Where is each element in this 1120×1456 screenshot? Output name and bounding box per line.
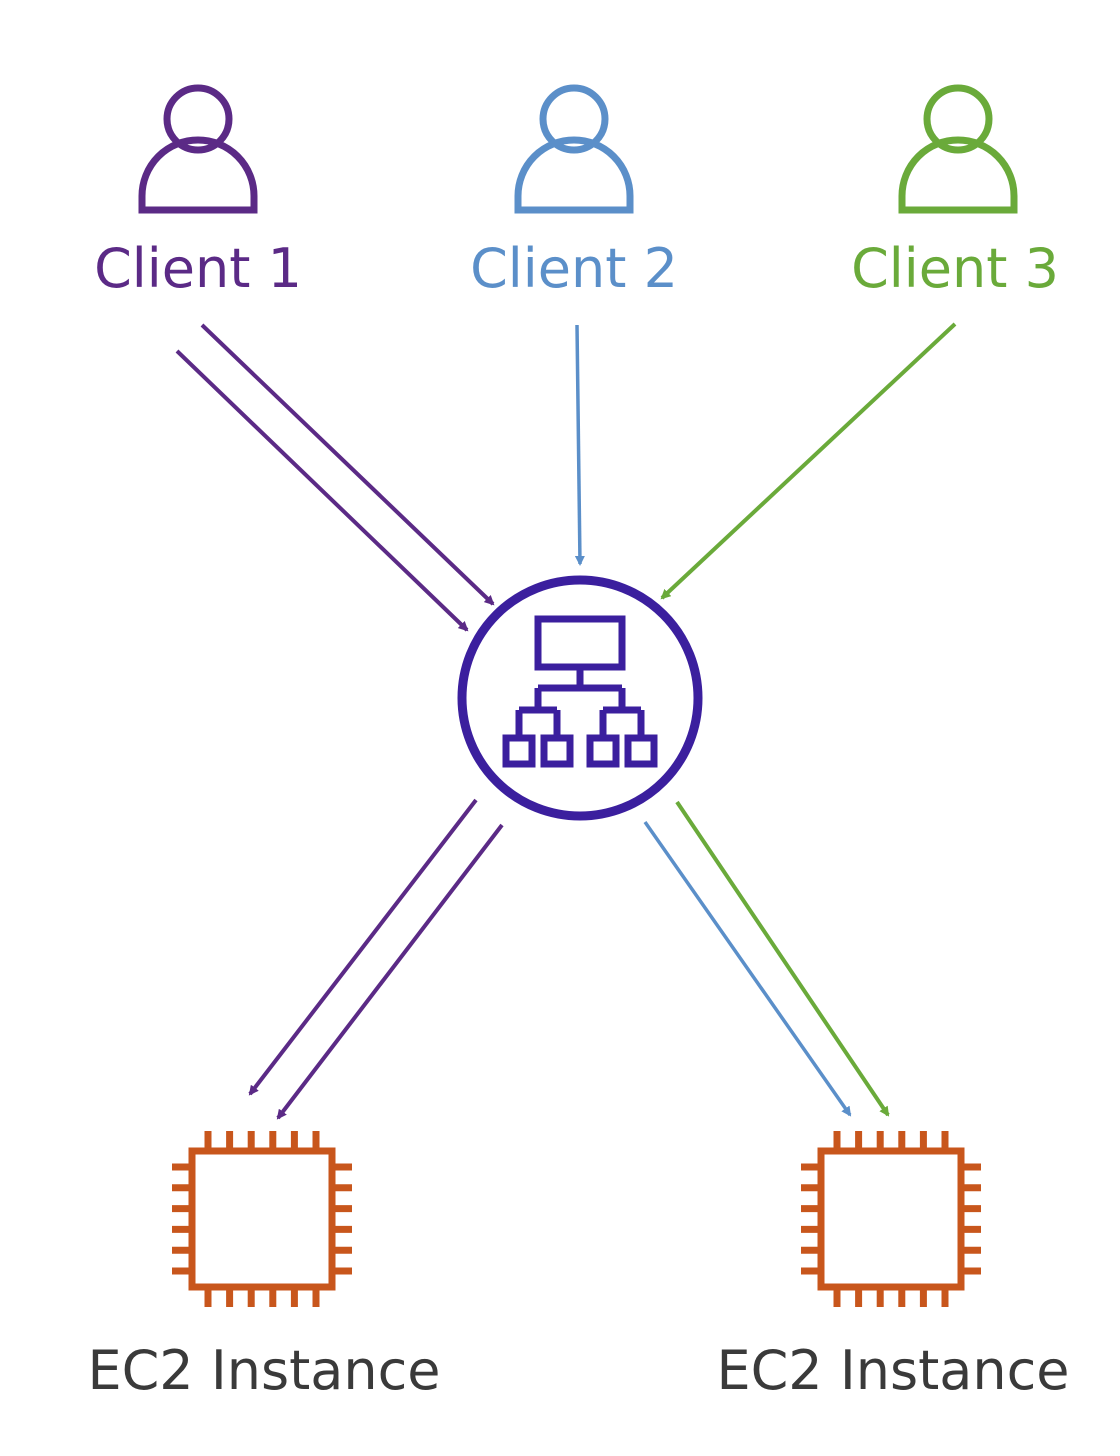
client-3-user-icon [898,84,1018,214]
load-balancer-icon [457,575,703,821]
ec2-instance-1-chip-icon [172,1131,352,1307]
arrow-client-3-to-lb [660,322,957,600]
arrow-lb-to-instance-1-a [248,798,478,1096]
ec2-instance-2-chip-icon [801,1131,981,1307]
arrow-client-1-to-lb-b [175,349,469,632]
ec2-instance-1-label: EC2 Instance [87,1339,441,1402]
client-2-label: Client 2 [470,237,678,300]
arrow-lb-to-instance-1-b [276,823,504,1120]
arrow-client-2-to-lb [574,324,585,566]
client-1-user-icon [138,84,258,214]
arrow-lb-to-instance-2-green [675,800,890,1117]
client-1-label: Client 1 [94,237,302,300]
client-3-label: Client 3 [851,237,1059,300]
client-2-user-icon [514,84,634,214]
ec2-instance-2-label: EC2 Instance [716,1339,1070,1402]
arrow-lb-to-instance-2-blue [643,820,852,1117]
arrow-client-1-to-lb-a [200,323,495,606]
